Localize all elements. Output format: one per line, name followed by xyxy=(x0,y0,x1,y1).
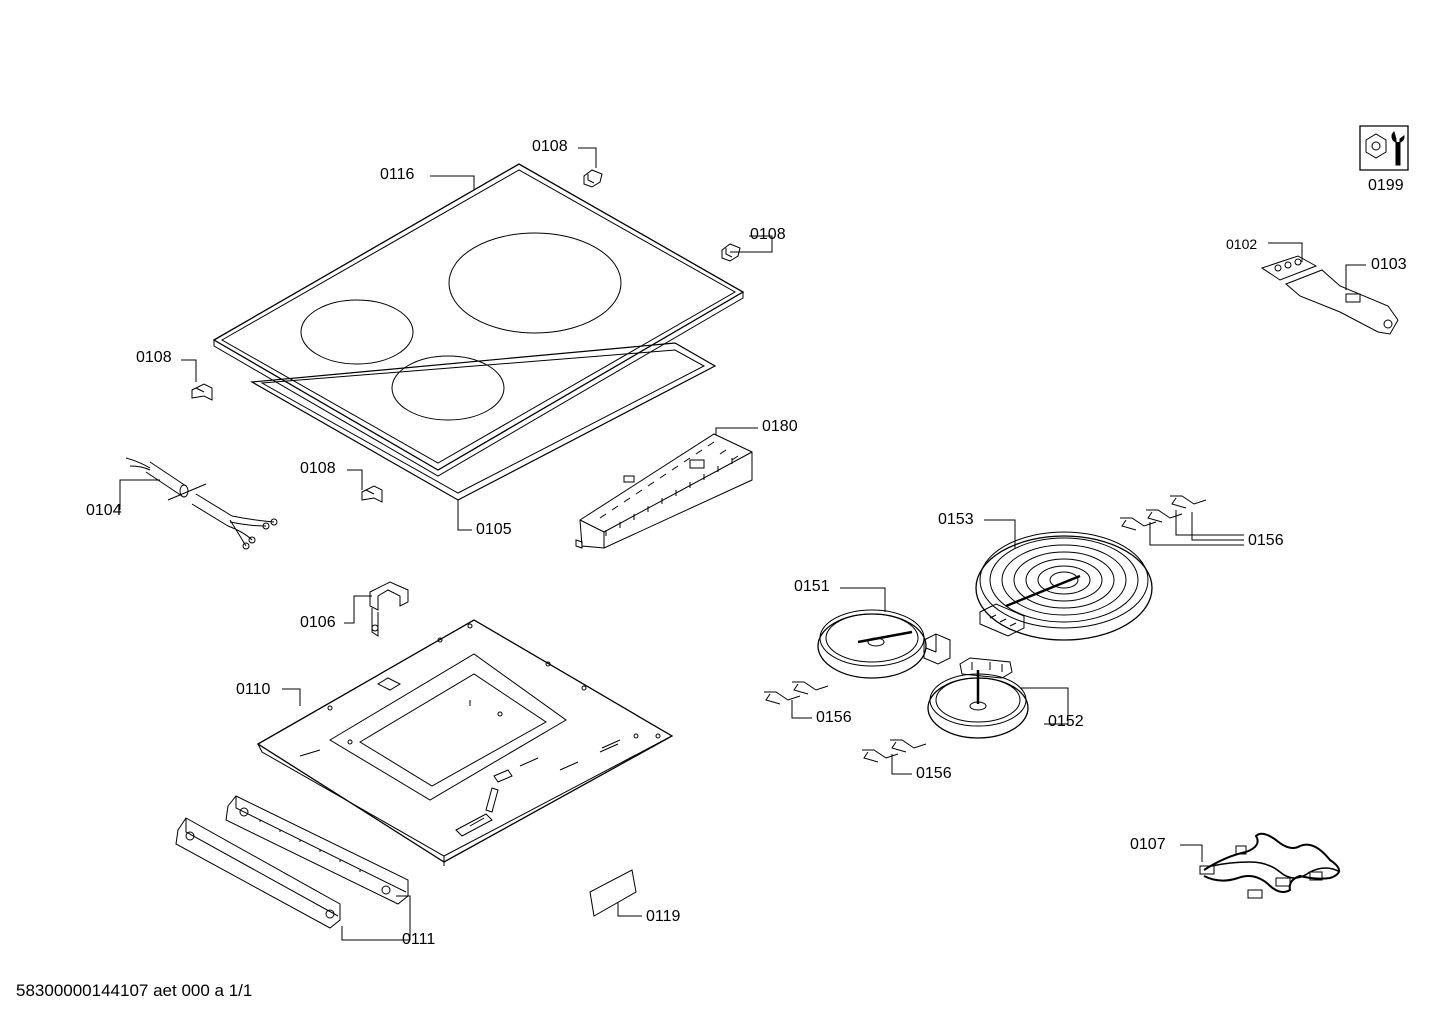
label-0199: 0199 xyxy=(1368,177,1404,194)
heating-element-0152 xyxy=(928,658,1028,738)
tool-kit-icon xyxy=(1360,126,1408,170)
cooking-zone-large xyxy=(449,233,621,333)
mounting-brackets xyxy=(176,796,408,928)
cooking-zone-front xyxy=(392,356,504,420)
drawing-reference-number: 58300000144107 aet 000 a 1/1 xyxy=(16,981,253,1000)
cooking-zone-left xyxy=(301,300,413,364)
power-cable xyxy=(126,458,277,549)
heating-element-0151 xyxy=(818,610,950,678)
spring-clips xyxy=(764,496,1206,762)
label-0103: 0103 xyxy=(1371,256,1407,273)
label-0105: 0105 xyxy=(476,521,512,538)
label-0152: 0152 xyxy=(1048,713,1084,730)
leader-lines xyxy=(120,148,1366,940)
label-0111: 0111 xyxy=(402,931,436,948)
ceramic-hob-top xyxy=(214,164,743,476)
label-0108-right: 0108 xyxy=(750,226,786,243)
label-0108-lower: 0108 xyxy=(300,460,336,477)
cable-bracket xyxy=(370,582,408,636)
control-module xyxy=(576,434,752,548)
label-0156-top: 0156 xyxy=(1248,532,1284,549)
rating-label-card xyxy=(590,870,636,916)
label-0156-left: 0156 xyxy=(816,709,852,726)
label-0108-left: 0108 xyxy=(136,349,172,366)
wiring-harness xyxy=(1200,834,1340,898)
label-0116: 0116 xyxy=(380,166,415,183)
label-0156-bottom: 0156 xyxy=(916,765,952,782)
label-0153: 0153 xyxy=(938,511,974,528)
heating-element-0153 xyxy=(976,532,1152,640)
seal-frame xyxy=(252,343,715,500)
bottom-housing xyxy=(258,620,672,866)
label-0102: 0102 xyxy=(1226,236,1258,252)
label-0119: 0119 xyxy=(646,908,681,925)
label-0104: 0104 xyxy=(86,502,122,519)
label-0106: 0106 xyxy=(300,614,336,631)
label-0180: 0180 xyxy=(762,418,798,435)
label-0107: 0107 xyxy=(1130,836,1166,853)
label-0110: 0110 xyxy=(236,681,271,698)
retaining-clips xyxy=(192,170,740,502)
label-0108-top: 0108 xyxy=(532,138,568,155)
scraper-tool xyxy=(1262,256,1398,334)
label-0151: 0151 xyxy=(794,578,830,595)
